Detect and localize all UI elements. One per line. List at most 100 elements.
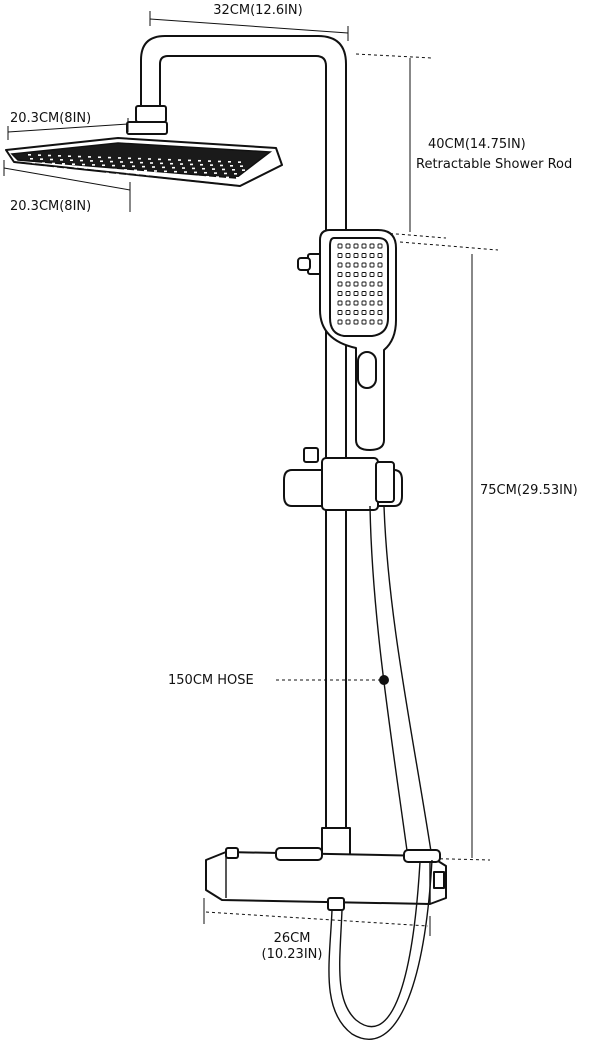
hand-nozzle	[369, 243, 375, 249]
hand-nozzle	[337, 281, 343, 287]
rain-nozzle	[154, 170, 157, 172]
rain-nozzle	[192, 167, 195, 170]
rain-nozzle	[152, 166, 155, 168]
rain-nozzle	[40, 158, 43, 160]
rain-nozzles	[28, 154, 249, 179]
rain-nozzle	[242, 169, 245, 171]
rain-nozzle	[30, 158, 33, 160]
rain-nozzle	[230, 165, 233, 167]
head-width-label: 20.3CM(8IN)	[10, 199, 91, 214]
rain-nozzle	[226, 176, 229, 179]
rain-nozzle	[52, 162, 55, 165]
rain-nozzle	[234, 173, 237, 175]
rain-nozzle	[84, 167, 87, 170]
hand-nozzle	[353, 272, 359, 277]
hand-nozzle	[353, 243, 359, 249]
rain-nozzle	[104, 168, 107, 171]
hand-nozzle	[353, 310, 359, 315]
hand-nozzle	[337, 262, 343, 268]
hand-nozzle	[353, 300, 359, 306]
hand-nozzle	[337, 272, 343, 277]
rain-nozzle	[240, 165, 243, 167]
rain-nozzle	[232, 169, 235, 171]
hand-nozzle	[337, 243, 343, 249]
rain-nozzle	[198, 159, 201, 162]
handheld-shower-head	[319, 229, 397, 451]
rain-nozzle	[178, 159, 181, 161]
hand-nozzle	[361, 310, 367, 315]
hand-nozzle	[361, 319, 367, 325]
hand-nozzle	[345, 243, 351, 249]
rod-caption-label: Retractable Shower Rod	[416, 157, 572, 172]
rain-nozzle	[236, 177, 239, 179]
rain-nozzle	[38, 154, 41, 156]
hand-nozzle	[369, 291, 375, 296]
hand-nozzle	[369, 281, 375, 287]
hand-nozzle	[361, 253, 367, 258]
rain-nozzle	[196, 175, 199, 178]
rain-nozzle	[70, 159, 73, 161]
rain-nozzle	[34, 166, 37, 168]
rain-nozzle	[182, 167, 185, 169]
rain-nozzle	[60, 159, 63, 161]
rain-nozzle	[92, 164, 95, 166]
head-depth-dimension: 20.3CM(8IN)	[7, 111, 129, 140]
hand-nozzle	[345, 262, 351, 268]
valve-width-in-label: (10.23IN)	[262, 947, 323, 962]
rain-nozzle	[54, 166, 57, 169]
rain-nozzle	[62, 163, 65, 165]
hand-nozzle	[361, 243, 367, 249]
rain-nozzle	[66, 171, 69, 173]
rain-nozzle	[76, 171, 79, 173]
rain-nozzle	[110, 160, 113, 163]
hand-nozzle	[361, 262, 367, 268]
rain-nozzle	[90, 160, 93, 162]
rain-nozzle	[136, 173, 139, 176]
rain-nozzle	[190, 163, 193, 166]
hand-nozzle	[337, 253, 343, 258]
hand-nozzle	[377, 272, 383, 277]
hand-nozzle	[377, 291, 383, 296]
rain-nozzle	[134, 169, 137, 172]
hand-nozzle	[377, 319, 383, 325]
hand-nozzle	[377, 300, 383, 306]
rain-nozzle	[96, 172, 99, 174]
rain-nozzle	[100, 160, 103, 163]
rain-nozzle	[244, 173, 247, 175]
rain-nozzle	[78, 155, 81, 158]
head-depth-label: 20.3CM(8IN)	[10, 111, 91, 126]
rain-nozzle	[180, 163, 183, 165]
hand-nozzle	[377, 243, 383, 249]
rain-nozzle	[88, 156, 91, 158]
rain-nozzle	[72, 163, 75, 165]
rain-nozzle	[184, 171, 187, 173]
rain-nozzle	[158, 158, 161, 161]
hand-nozzle	[377, 262, 383, 268]
shower-hose	[369, 505, 433, 859]
rain-nozzle	[216, 176, 219, 178]
rain-nozzle	[94, 168, 97, 170]
rain-nozzle	[42, 162, 45, 164]
hand-nozzle	[353, 262, 359, 268]
rain-shower-head	[5, 137, 283, 187]
rain-nozzle	[170, 162, 173, 165]
hand-nozzle	[377, 281, 383, 287]
rain-nozzle	[206, 175, 209, 178]
hose-dimension: 150CM HOSE	[168, 673, 380, 688]
rain-nozzle	[150, 162, 153, 164]
valve-width-cm-label: 26CM	[274, 931, 311, 946]
hand-nozzle	[353, 319, 359, 325]
top-width-dimension: 32CM(12.6IN)	[149, 3, 349, 41]
hand-nozzle	[361, 272, 367, 277]
rain-nozzle	[140, 161, 143, 164]
hand-nozzle	[377, 310, 383, 315]
rain-nozzle	[218, 160, 221, 163]
rain-nozzle	[132, 165, 135, 168]
hand-nozzle	[369, 253, 375, 258]
rain-nozzle	[246, 177, 249, 179]
hand-nozzle	[337, 310, 343, 315]
rain-nozzle	[82, 163, 85, 166]
rain-nozzle	[214, 172, 217, 174]
rain-nozzle	[124, 169, 127, 171]
rain-nozzle	[238, 161, 241, 163]
